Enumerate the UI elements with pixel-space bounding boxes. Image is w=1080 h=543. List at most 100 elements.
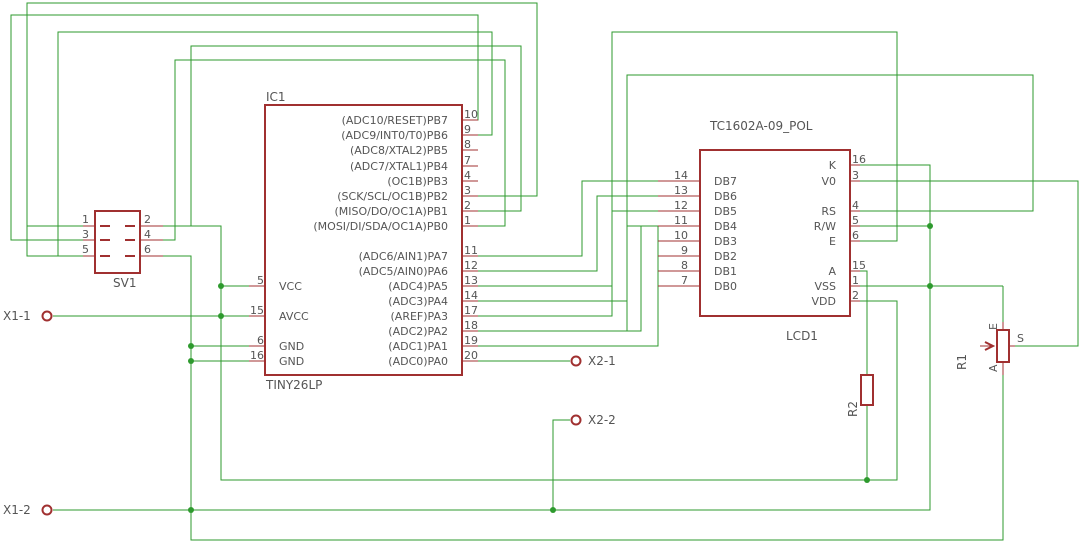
wire-db4: [462, 225, 700, 302]
sv1-body: [94, 210, 141, 274]
lcd1-pin-number: 8: [681, 259, 688, 272]
sv1-pin-1: 1: [82, 213, 89, 226]
ic1-pin-label: (ADC2)PA2: [388, 325, 448, 338]
junction: [927, 223, 933, 229]
lcd1-pin-number: 3: [852, 169, 859, 182]
ic1-pin-number: 20: [464, 349, 478, 362]
lcd1-pin-label: DB6: [714, 190, 737, 203]
r2-name: R2: [846, 401, 860, 417]
ic1-pin-number: 17: [464, 304, 478, 317]
x1-1-label: X1-1: [3, 309, 31, 323]
wire-rs: [462, 225, 658, 332]
ic1-pin-number: 14: [464, 289, 478, 302]
lcd1-pin-number: 5: [852, 214, 859, 227]
lcd1-name: LCD1: [786, 329, 818, 343]
ic1-pin-number: 2: [464, 199, 471, 212]
wire-pb2: [26, 2, 538, 227]
x2-1-terminal: [570, 355, 582, 367]
lcd1-pin-label: DB2: [714, 250, 737, 263]
x1-1-terminal: [41, 310, 53, 322]
ic1-pin-label: (ADC0)PA0: [388, 355, 448, 368]
lcd1-pin-number: 4: [852, 199, 859, 212]
r2-body: [860, 374, 874, 406]
lcd1-pin-label: DB3: [714, 235, 737, 248]
ic1-pin-number: 15: [250, 304, 264, 317]
ic1-pin-label: GND: [279, 355, 304, 368]
junction: [927, 283, 933, 289]
wire-x1-2: [53, 164, 931, 511]
x2-2-label: X2-2: [588, 413, 616, 427]
wire-e: [462, 31, 898, 317]
ic1-pin-label: (ADC4)PA5: [388, 280, 448, 293]
r1-name: R1: [955, 354, 969, 370]
junction: [218, 313, 224, 319]
ic1-pin-label: AVCC: [279, 310, 309, 323]
wire-pb0: [163, 59, 506, 241]
sv1-pins: [83, 225, 163, 257]
lcd1-pin-label: VDD: [812, 295, 836, 308]
sv1-name: SV1: [113, 276, 136, 290]
ic1-pin-label: GND: [279, 340, 304, 353]
ic1-pin-label: (OC1B)PB3: [387, 175, 448, 188]
wires: [10, 2, 1079, 541]
ic1-pin-number: 7: [464, 154, 471, 167]
ic1-body: [264, 104, 463, 376]
lcd1-pin-number: 12: [674, 199, 688, 212]
lcd1-body: [699, 149, 851, 317]
lcd1-pin-number: 6: [852, 229, 859, 242]
sv1-pin-5: 5: [82, 243, 89, 256]
ic1-pin-number: 1: [464, 214, 471, 227]
ic1-pin-label: (ADC10/RESET)PB7: [342, 114, 448, 127]
ic1-pin-label: (ADC6/AIN1)PA7: [359, 250, 448, 263]
junction: [218, 283, 224, 289]
ic1-pin-number: 16: [250, 349, 264, 362]
lcd1-pin-label: RS: [821, 205, 836, 218]
sv1-pin-2: 2: [144, 213, 151, 226]
ic1-pin-label: (ADC5/AIN0)PA6: [359, 265, 448, 278]
ic1-pin-number: 4: [464, 169, 471, 182]
wire-rs-top: [462, 74, 1034, 332]
wire-x2-2: [552, 419, 570, 510]
x2-2-terminal: [570, 414, 582, 426]
ic1-pin-number: 8: [464, 138, 471, 151]
wire-db7: [462, 180, 700, 257]
ic1-pin-label: (MOSI/DI/SDA/OC1A)PB0: [313, 220, 448, 233]
r1-body: [996, 329, 1010, 363]
lcd1-pin-number: 2: [852, 289, 859, 302]
r1-pin-s: S: [1017, 332, 1024, 345]
ic1-pin-label: (ADC8/XTAL2)PB5: [350, 144, 448, 157]
wire-gnd: [163, 255, 1004, 541]
junction: [550, 507, 556, 513]
ic1-pin-number: 10: [464, 108, 478, 121]
junction: [864, 477, 870, 483]
ic1-pin-label: (SCK/SCL/OC1B)PB2: [337, 190, 448, 203]
ic1-pin-number: 12: [464, 259, 478, 272]
lcd1: TC1602A-09_POL LCD1 DB714DB613DB512DB411…: [658, 119, 866, 343]
ic1-pin-label: (ADC1)PA1: [388, 340, 448, 353]
r1-pin-a: A: [987, 364, 1000, 372]
lcd1-pin-number: 11: [674, 214, 688, 227]
junction: [188, 358, 194, 364]
ic1-pin-label: (AREF)PA3: [391, 310, 448, 323]
lcd1-pin-label: A: [828, 265, 836, 278]
ic1-name: IC1: [266, 90, 286, 104]
sv1-pin-6: 6: [144, 243, 151, 256]
lcd1-pin-label: DB7: [714, 175, 737, 188]
lcd1-pin-label: E: [829, 235, 836, 248]
junction: [188, 343, 194, 349]
wire-v0: [850, 180, 1079, 347]
x1-2-label: X1-2: [3, 503, 31, 517]
ic1-value: TINY26LP: [265, 378, 322, 392]
lcd1-pin-number: 7: [681, 274, 688, 287]
lcd1-pin-label: R/W: [814, 220, 836, 233]
ic1-pin-label: (ADC3)PA4: [388, 295, 448, 308]
ic1-pin-number: 5: [257, 274, 264, 287]
lcd1-pin-number: 10: [674, 229, 688, 242]
ic1-pin-number: 9: [464, 123, 471, 136]
terminals: X1-1 X1-2 X2-1 X2-2: [3, 309, 616, 517]
ic1-pin-label: VCC: [279, 280, 302, 293]
